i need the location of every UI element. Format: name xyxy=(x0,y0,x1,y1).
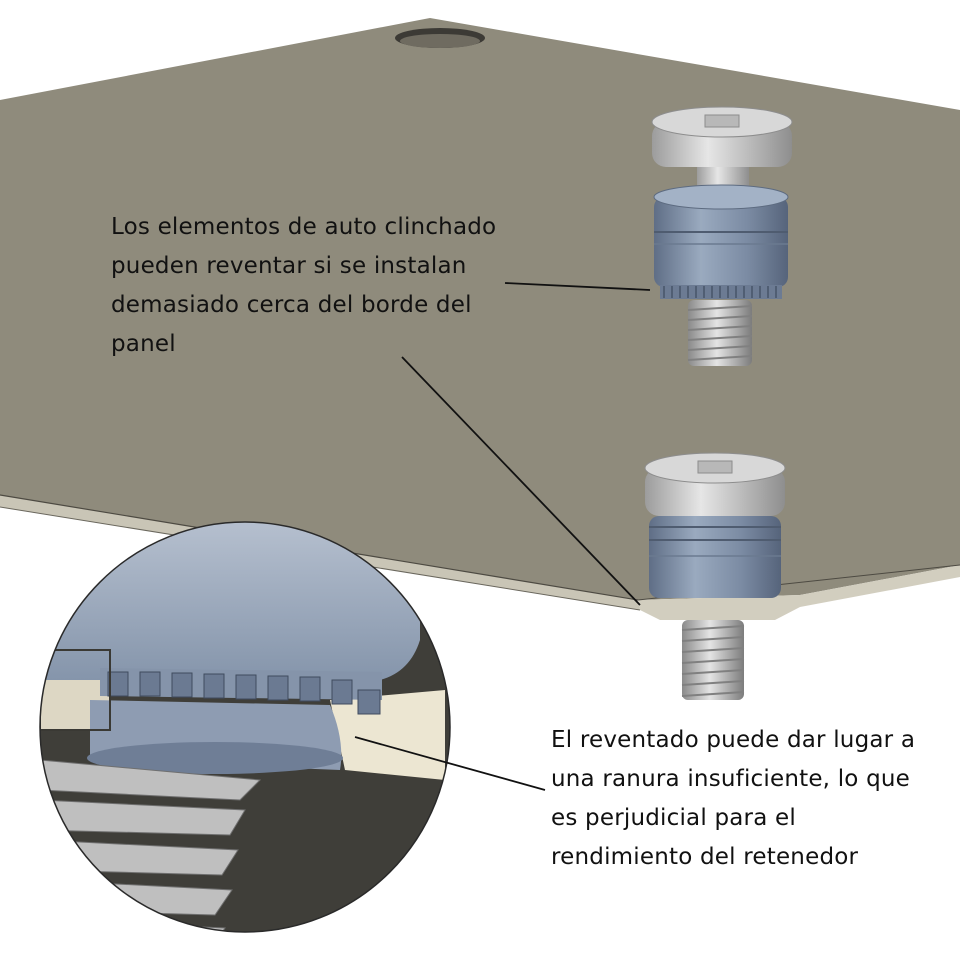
callout-top-line: panel xyxy=(111,331,176,357)
callout-bottom-line: una ranura insuficiente, lo que xyxy=(551,766,910,792)
callout-edge-burst-warning: Los elementos de auto clinchado pueden r… xyxy=(111,208,551,364)
callout-bottom-line: es perjudicial para el xyxy=(551,805,796,831)
callout-bottom-line: El reventado puede dar lugar a xyxy=(551,727,916,753)
fastener-installed xyxy=(644,452,786,700)
callout-top-line: Los elementos de auto clinchado xyxy=(111,214,497,240)
callout-groove-consequence: El reventado puede dar lugar a una ranur… xyxy=(551,721,951,877)
callout-top-line: demasiado cerca del borde del xyxy=(111,292,472,318)
leader-line-top-right xyxy=(504,282,651,291)
leader-line-bottom xyxy=(354,736,546,791)
sheet-panel-edge-right xyxy=(638,565,960,620)
leader-line-top-diagonal xyxy=(401,356,641,606)
callout-bottom-line: rendimiento del retenedor xyxy=(551,844,859,870)
callout-top-line: pueden reventar si se instalan xyxy=(111,253,467,279)
fastener-exploded xyxy=(651,106,793,366)
zoom-detail xyxy=(40,522,450,932)
